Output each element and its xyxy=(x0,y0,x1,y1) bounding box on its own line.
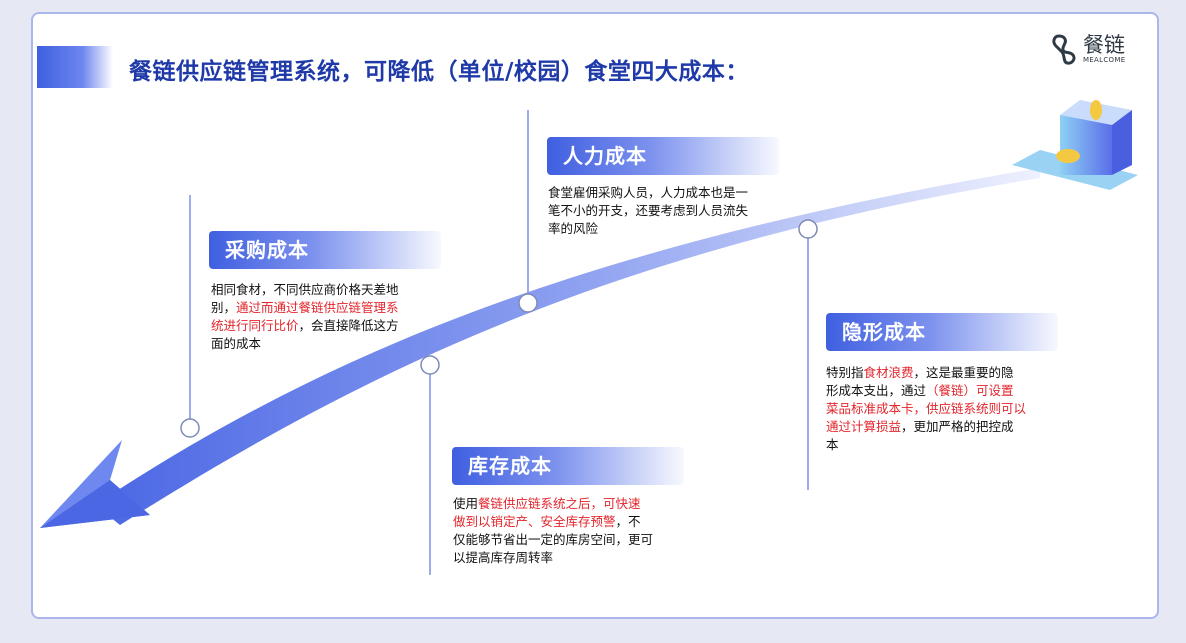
heading-labor-cost: 人力成本 xyxy=(547,137,779,175)
milestone-dot xyxy=(180,418,200,438)
page-title: 餐链供应链管理系统，可降低（单位/校园）食堂四大成本： xyxy=(129,59,749,85)
milestone-dot xyxy=(420,355,440,375)
inventory-cost-text: 使用餐链供应链系统之后，可快速做到以销定产、安全库存预警，不仅能够节省出一定的库… xyxy=(453,496,654,565)
connector-lines xyxy=(189,110,809,575)
heading-inventory-cost: 库存成本 xyxy=(452,447,684,485)
heading-procurement-cost: 采购成本 xyxy=(209,231,441,269)
logo-icon xyxy=(1052,34,1076,65)
hidden-cost-text: 特别指食材浪费，这是最重要的隐形成本支出，通过（餐链）可设置菜品标准成本卡，供应… xyxy=(826,365,1027,452)
milestone-dot xyxy=(798,219,818,239)
procurement-cost-text: 相同食材，不同供应商价格天差地别，通过而通过餐链供应链管理系统进行同行比价，会直… xyxy=(211,282,399,351)
title-accent-bar xyxy=(37,46,113,88)
milestone-dot xyxy=(518,293,538,313)
heading-hidden-cost: 隐形成本 xyxy=(826,313,1058,351)
labor-cost-text: 食堂雇佣采购人员，人力成本也是一笔不小的开支，还要考虑到人员流失率的风险 xyxy=(548,185,749,236)
coin-box-icon xyxy=(1012,100,1138,190)
